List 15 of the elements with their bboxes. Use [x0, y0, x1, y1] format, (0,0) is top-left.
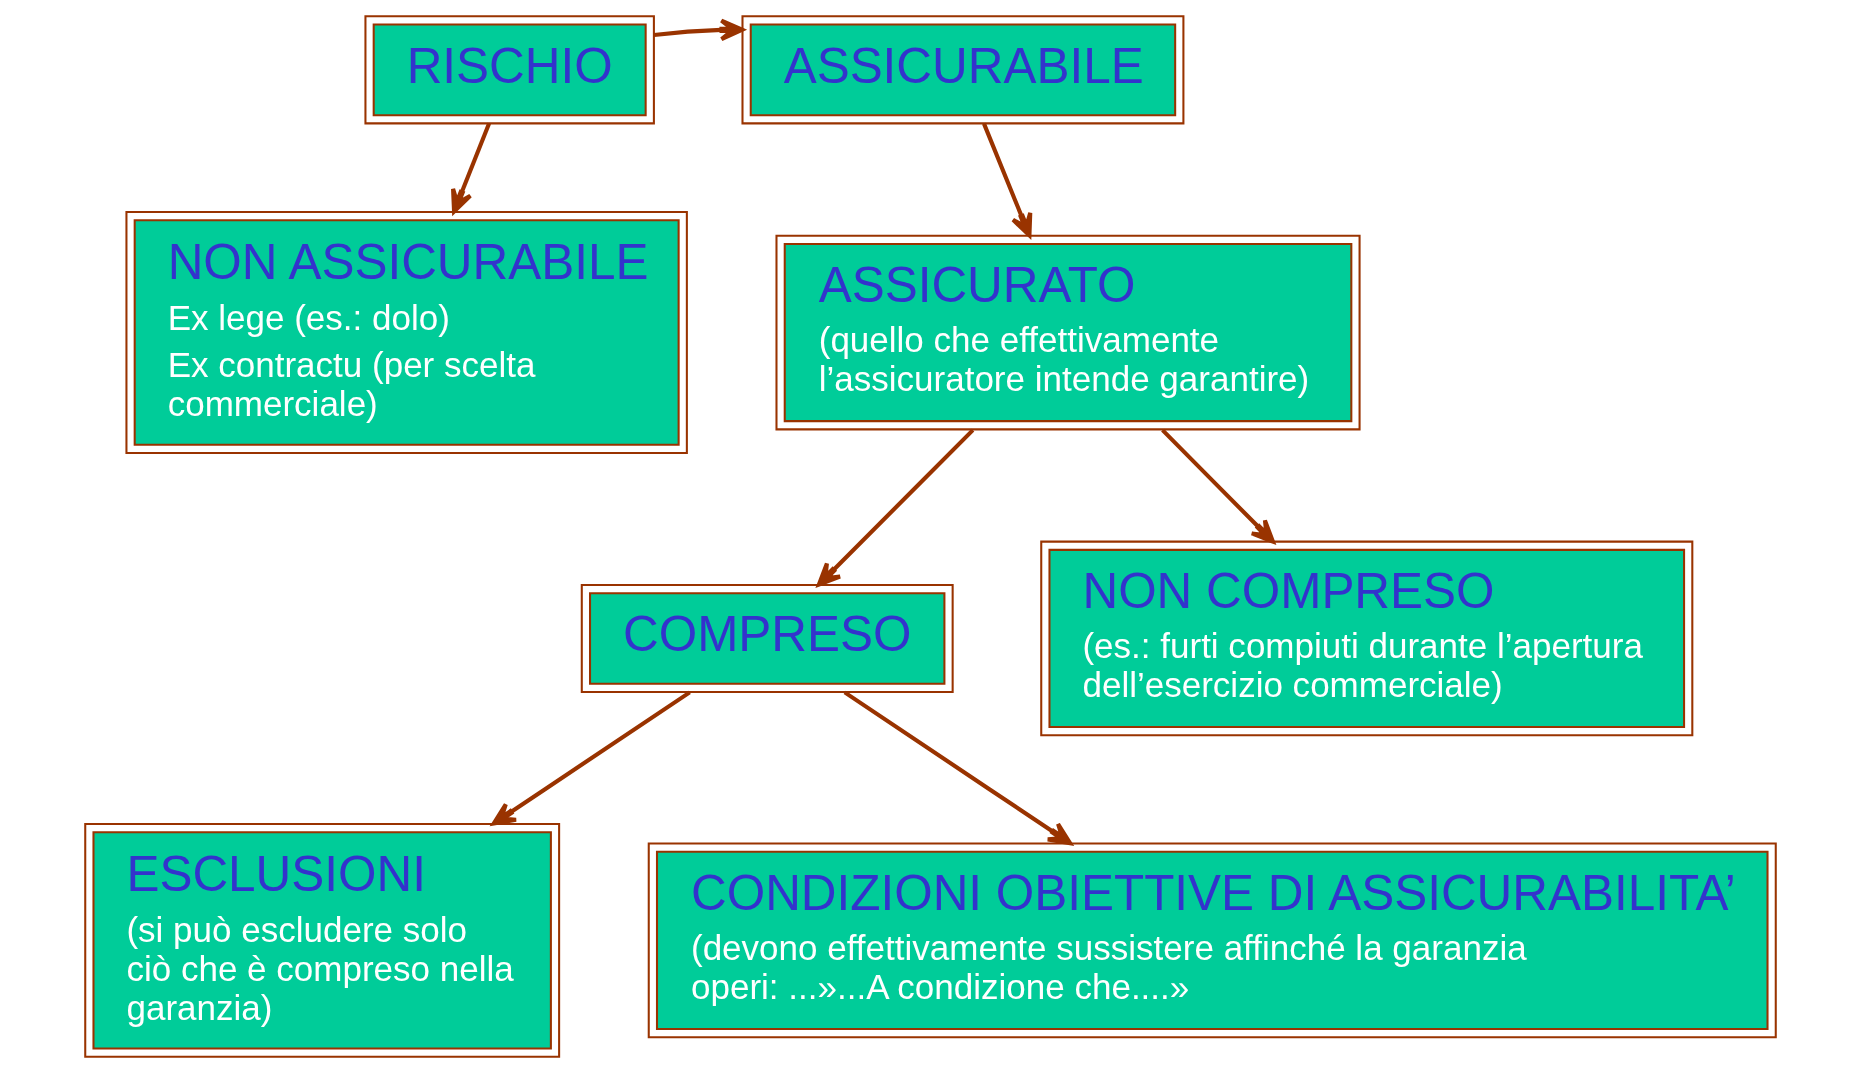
arrow [1161, 428, 1275, 544]
node-box: COMPRESO [580, 583, 954, 694]
arrow [982, 122, 1033, 238]
node-box: NON ASSICURABILE Ex lege (es.: dolo) Ex contractu (per scelta commerciale) [125, 210, 688, 455]
arrow [653, 18, 745, 42]
node-box: ASSICURABILE [741, 15, 1185, 125]
node-box: RISCHIO [364, 15, 655, 125]
node-box: NON COMPRESO (es.: furti compiuti durante l’apertura dell’esercizio commerciale) [1040, 540, 1694, 737]
arrow [816, 428, 975, 587]
arrow [451, 122, 491, 214]
node-box: ASSICURATO (quello che effettivamente l’assicuratore intende garantire) [775, 234, 1361, 431]
arrow [491, 690, 691, 826]
arrow [843, 690, 1073, 846]
node-box: CONDIZIONI OBIETTIVE DI ASSICURABILITA’ (devono effettivamente sussistere affinché la garanzia operi: ...»...A condizione che....» [647, 842, 1777, 1039]
node-box: ESCLUSIONI (si può escludere solo ciò che è compreso nella garanzia) [84, 822, 561, 1058]
